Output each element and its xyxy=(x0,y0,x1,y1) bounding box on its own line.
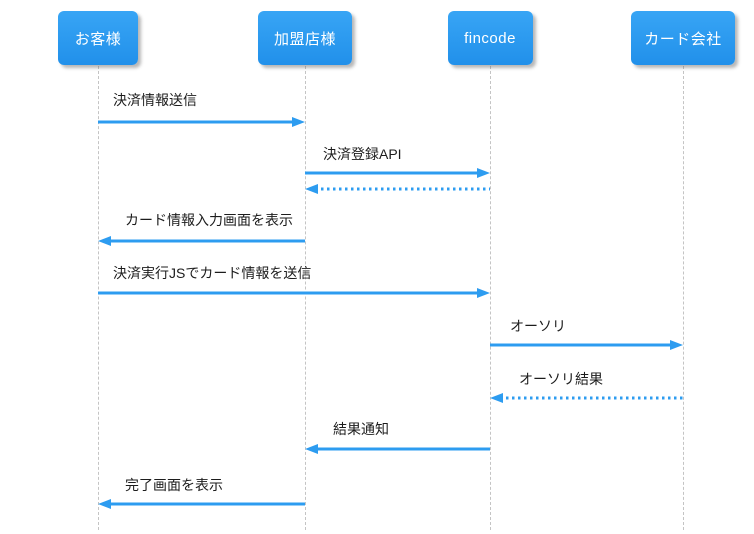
message-arrow xyxy=(98,117,305,127)
lifeline-fincode xyxy=(490,66,491,530)
lifeline-merchant xyxy=(305,66,306,530)
arrowhead-icon xyxy=(490,393,503,403)
message-arrow xyxy=(305,184,490,194)
arrowhead-icon xyxy=(670,340,683,350)
arrowhead-icon xyxy=(98,236,111,246)
arrowhead-icon xyxy=(98,499,111,509)
actor-box-customer: お客様 xyxy=(58,11,138,65)
message-arrow xyxy=(98,288,490,298)
actor-box-card-company: カード会社 xyxy=(631,11,735,65)
arrowhead-icon xyxy=(305,184,318,194)
message-label: オーソリ結果 xyxy=(519,371,603,387)
actor-label: カード会社 xyxy=(644,30,722,48)
message-arrow xyxy=(98,499,305,509)
message-arrow xyxy=(305,444,490,454)
message-arrow xyxy=(305,168,490,178)
arrowhead-icon xyxy=(477,168,490,178)
message-arrow xyxy=(490,340,683,350)
message-arrow xyxy=(490,393,683,403)
message-label: オーソリ xyxy=(510,318,566,334)
message-arrow xyxy=(98,236,305,246)
lifeline-customer xyxy=(98,66,99,530)
arrowhead-icon xyxy=(477,288,490,298)
actor-box-merchant: 加盟店様 xyxy=(258,11,352,65)
actor-box-fincode: fincode xyxy=(447,11,533,65)
actor-label: fincode xyxy=(464,29,516,47)
actor-label: 加盟店様 xyxy=(273,30,336,48)
message-label: 完了画面を表示 xyxy=(125,477,223,493)
message-label: 決済登録API xyxy=(323,146,402,162)
arrowhead-icon xyxy=(305,444,318,454)
arrowhead-icon xyxy=(292,117,305,127)
lifeline-card-company xyxy=(683,66,684,530)
actor-label: お客様 xyxy=(74,30,122,48)
message-label: 結果通知 xyxy=(333,421,389,437)
message-label: カード情報入力画面を表示 xyxy=(125,212,293,228)
message-label: 決済情報送信 xyxy=(113,92,197,108)
message-label: 決済実行JSでカード情報を送信 xyxy=(113,265,312,281)
